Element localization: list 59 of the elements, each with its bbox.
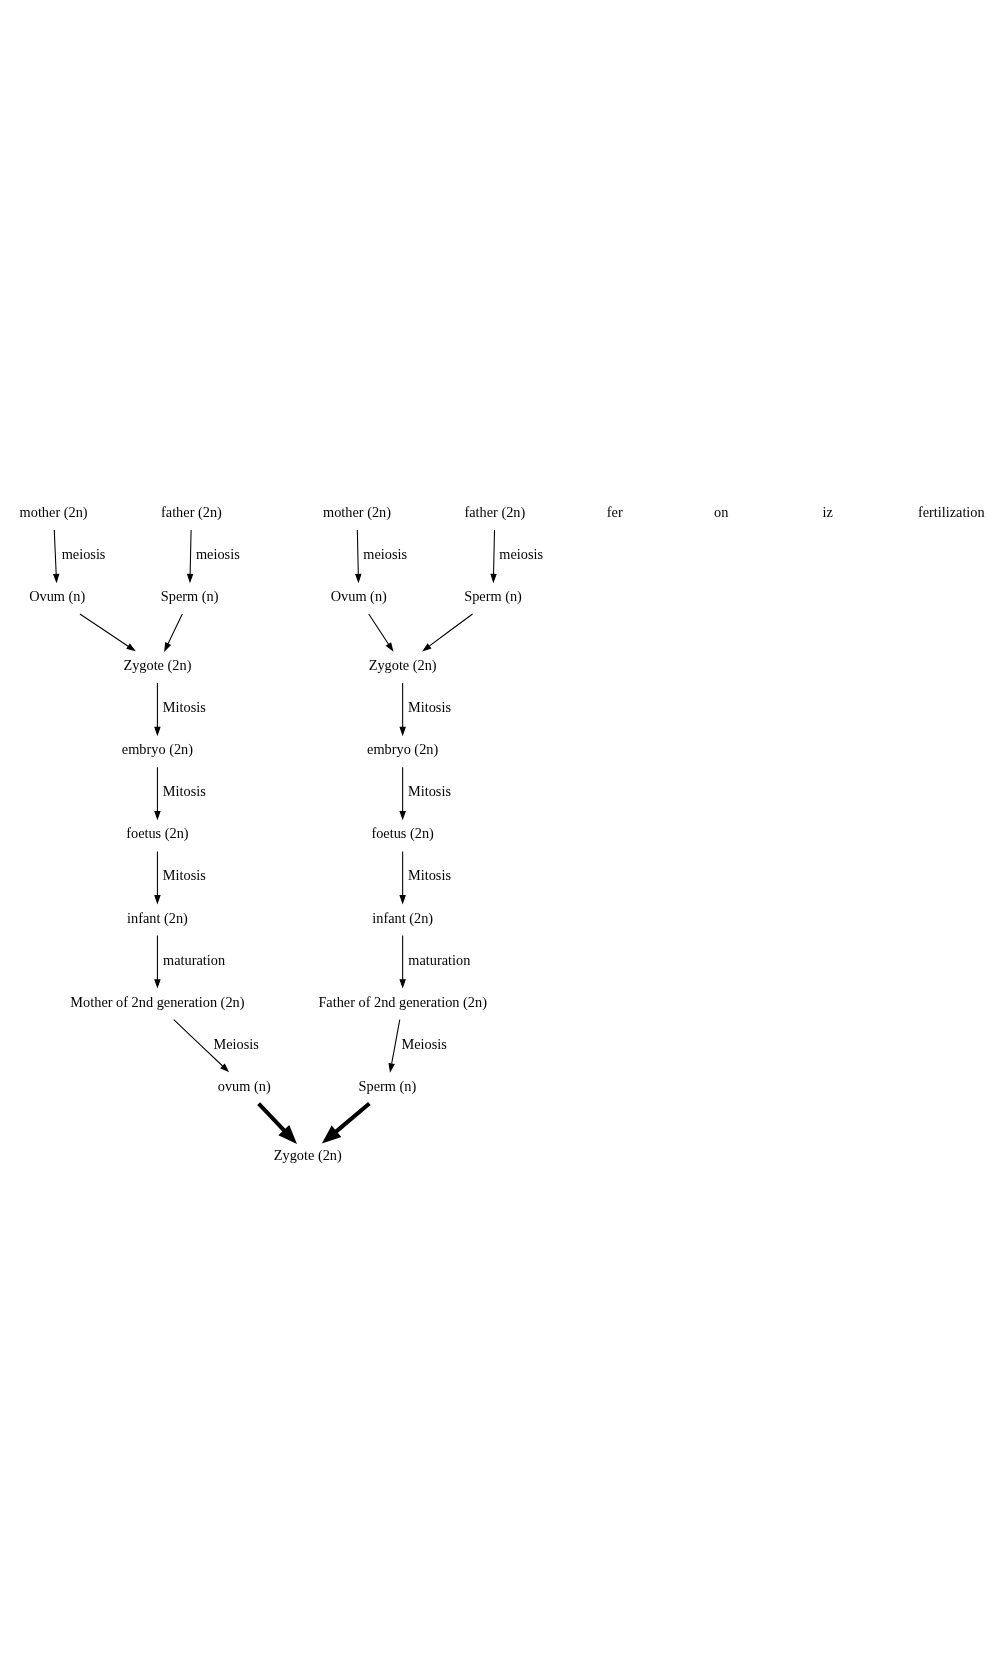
arrow (154, 682, 161, 737)
node-text: Ovum (n) (330, 588, 387, 605)
arrow (399, 766, 406, 821)
arrow (52, 529, 60, 584)
node-text: father (2n) (464, 504, 526, 521)
label: iz (822, 504, 833, 521)
edge-label: meiosis (61, 546, 106, 563)
node-text: Ovum (n) (29, 588, 86, 605)
edge-label: meiosis (195, 546, 240, 563)
arrow (173, 1019, 230, 1073)
edge-label: maturation (408, 951, 471, 968)
node-text: foetus (2n) (371, 825, 434, 842)
node-text: Sperm (n) (358, 1077, 417, 1094)
arrow (154, 850, 161, 905)
edge-label: Mitosis (408, 783, 451, 800)
arrow (257, 1102, 297, 1144)
edge-label: Mitosis (162, 783, 206, 800)
arrow (186, 529, 194, 584)
node-text: ovum (n) (217, 1077, 271, 1094)
arrow (368, 613, 394, 652)
node-text: mother (2n) (19, 504, 88, 521)
arrow (355, 529, 362, 584)
node-text: infant (2n) (127, 909, 188, 926)
edge-label: Mitosis (162, 867, 206, 884)
edge-label: Meiosis (401, 1035, 447, 1052)
arrow (388, 1019, 401, 1073)
arrow (399, 934, 406, 989)
label: on (714, 504, 729, 521)
edge-label: Mitosis (408, 699, 451, 716)
arrow (321, 1102, 371, 1144)
node-text: Sperm (n) (464, 588, 522, 605)
node-text: father (2n) (161, 504, 222, 521)
arrow (422, 613, 474, 652)
label: fer (606, 504, 623, 521)
node-text: Zygote (2n) (273, 1146, 342, 1163)
edge-label: meiosis (363, 546, 408, 563)
edge-label: Mitosis (408, 867, 451, 884)
edge-label: Meiosis (213, 1035, 259, 1052)
arrow (154, 934, 161, 989)
arrow (399, 850, 406, 905)
edge-label: meiosis (499, 546, 544, 563)
node-text: infant (2n) (372, 909, 434, 926)
node-text: Father of 2nd generation (2n) (318, 993, 487, 1010)
node-text: Mother of 2nd generation (2n) (70, 993, 245, 1010)
label: fertilization (917, 504, 985, 521)
node-text: foetus (2n) (126, 825, 189, 842)
arrow (490, 529, 497, 584)
edge-label: maturation (163, 951, 226, 968)
node-text: Sperm (n) (160, 588, 219, 605)
node-text: mother (2n) (323, 504, 391, 521)
node-text: embryo (2n) (367, 741, 439, 758)
arrow (399, 682, 406, 737)
node-text: embryo (2n) (121, 741, 193, 758)
arrow (164, 613, 183, 652)
node-text: Zygote (2n) (368, 657, 437, 674)
edge-label: Mitosis (162, 699, 206, 716)
node-text: Zygote (2n) (123, 657, 192, 674)
arrow (154, 766, 161, 821)
arrow (79, 613, 136, 652)
